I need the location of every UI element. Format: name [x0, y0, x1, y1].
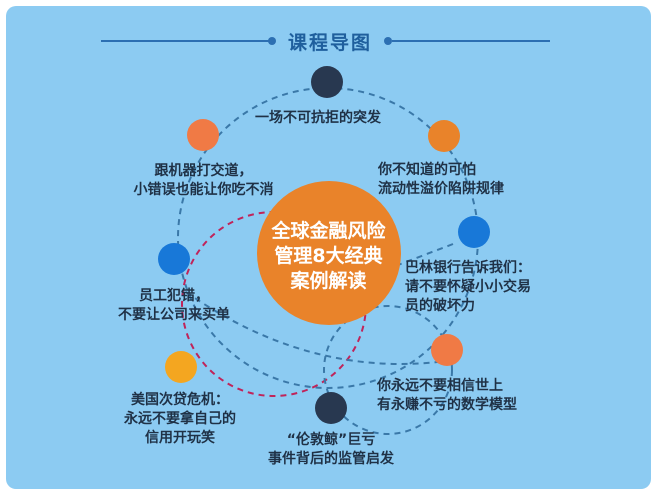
node-dot-8: [187, 119, 219, 151]
center-line-1: 全球金融风险: [271, 220, 386, 242]
center-title: 全球金融风险 管理8大经典 案例解读: [261, 219, 396, 294]
page-title: 课程导图: [287, 32, 372, 54]
node-label-5: “伦敦鲸”巨亏 事件背后的监管启发: [268, 432, 394, 467]
course-map-diagram: [158, 66, 490, 435]
node-label-6: 美国次贷危机： 永远不要拿自己的 信用开玩笑: [124, 392, 236, 446]
connector-arc: [185, 291, 439, 365]
node-dot-4: [431, 334, 463, 366]
title-dot-right: [384, 37, 392, 45]
title-dot-left: [268, 37, 276, 45]
node-dot-7: [158, 243, 190, 275]
center-line-3: 案例解读: [290, 270, 367, 292]
node-label-3: 巴林银行告诉我们： 请不要怀疑小小交易 员的破坏力: [405, 260, 531, 314]
node-label-7: 员工犯错， 不要让公司来买单: [118, 288, 230, 323]
diagram-card: 课程导图 全球金融风险 管理8大经典 案例解读 一场不可抗拒的突发 你不知道的可: [6, 6, 651, 489]
node-dot-5: [315, 392, 347, 424]
node-label-8: 跟机器打交道， 小错误也能让你吃不消: [133, 163, 274, 198]
node-label-2: 你不知道的可怕 流动性溢价陷阱规律: [378, 162, 504, 197]
node-dot-2: [428, 120, 460, 152]
center-circle: [257, 181, 401, 325]
lower-right-ring: [323, 305, 453, 435]
center-line-2: 管理8大经典: [274, 245, 383, 267]
node-label-4: 你永远不要相信世上 有永赚不亏的数学模型: [377, 378, 517, 413]
node-dot-3: [458, 216, 490, 248]
node-label-1: 一场不可抗拒的突发: [255, 110, 381, 126]
title-rule-left: [101, 40, 271, 42]
title-bar: 课程导图: [6, 28, 651, 54]
title-rule-right: [392, 40, 550, 42]
node-dot-1: [311, 66, 343, 98]
node-dot-6: [165, 351, 197, 383]
